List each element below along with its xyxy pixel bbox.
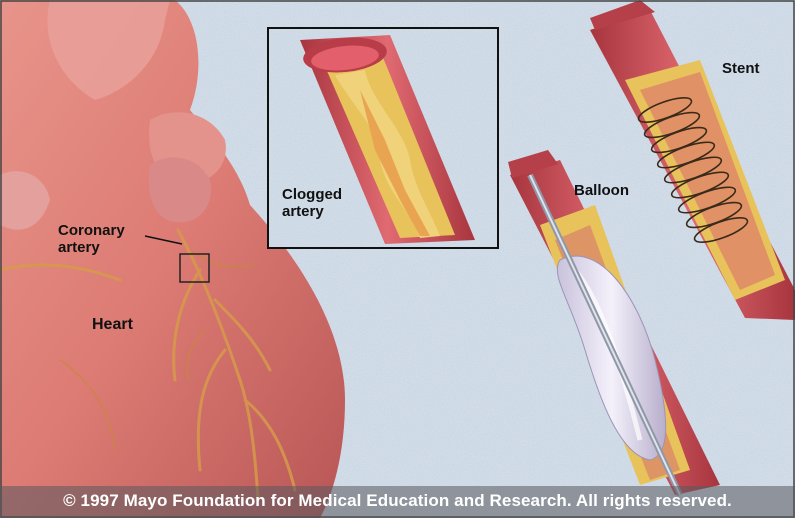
heart-label: Heart (92, 316, 133, 333)
balloon-label: Balloon (574, 182, 629, 199)
coronary-artery-label: Coronary artery (58, 222, 125, 256)
copyright-notice: © 1997 Mayo Foundation for Medical Educa… (0, 491, 795, 511)
clogged-artery-label: Clogged artery (282, 186, 342, 220)
stent-label: Stent (722, 60, 760, 77)
